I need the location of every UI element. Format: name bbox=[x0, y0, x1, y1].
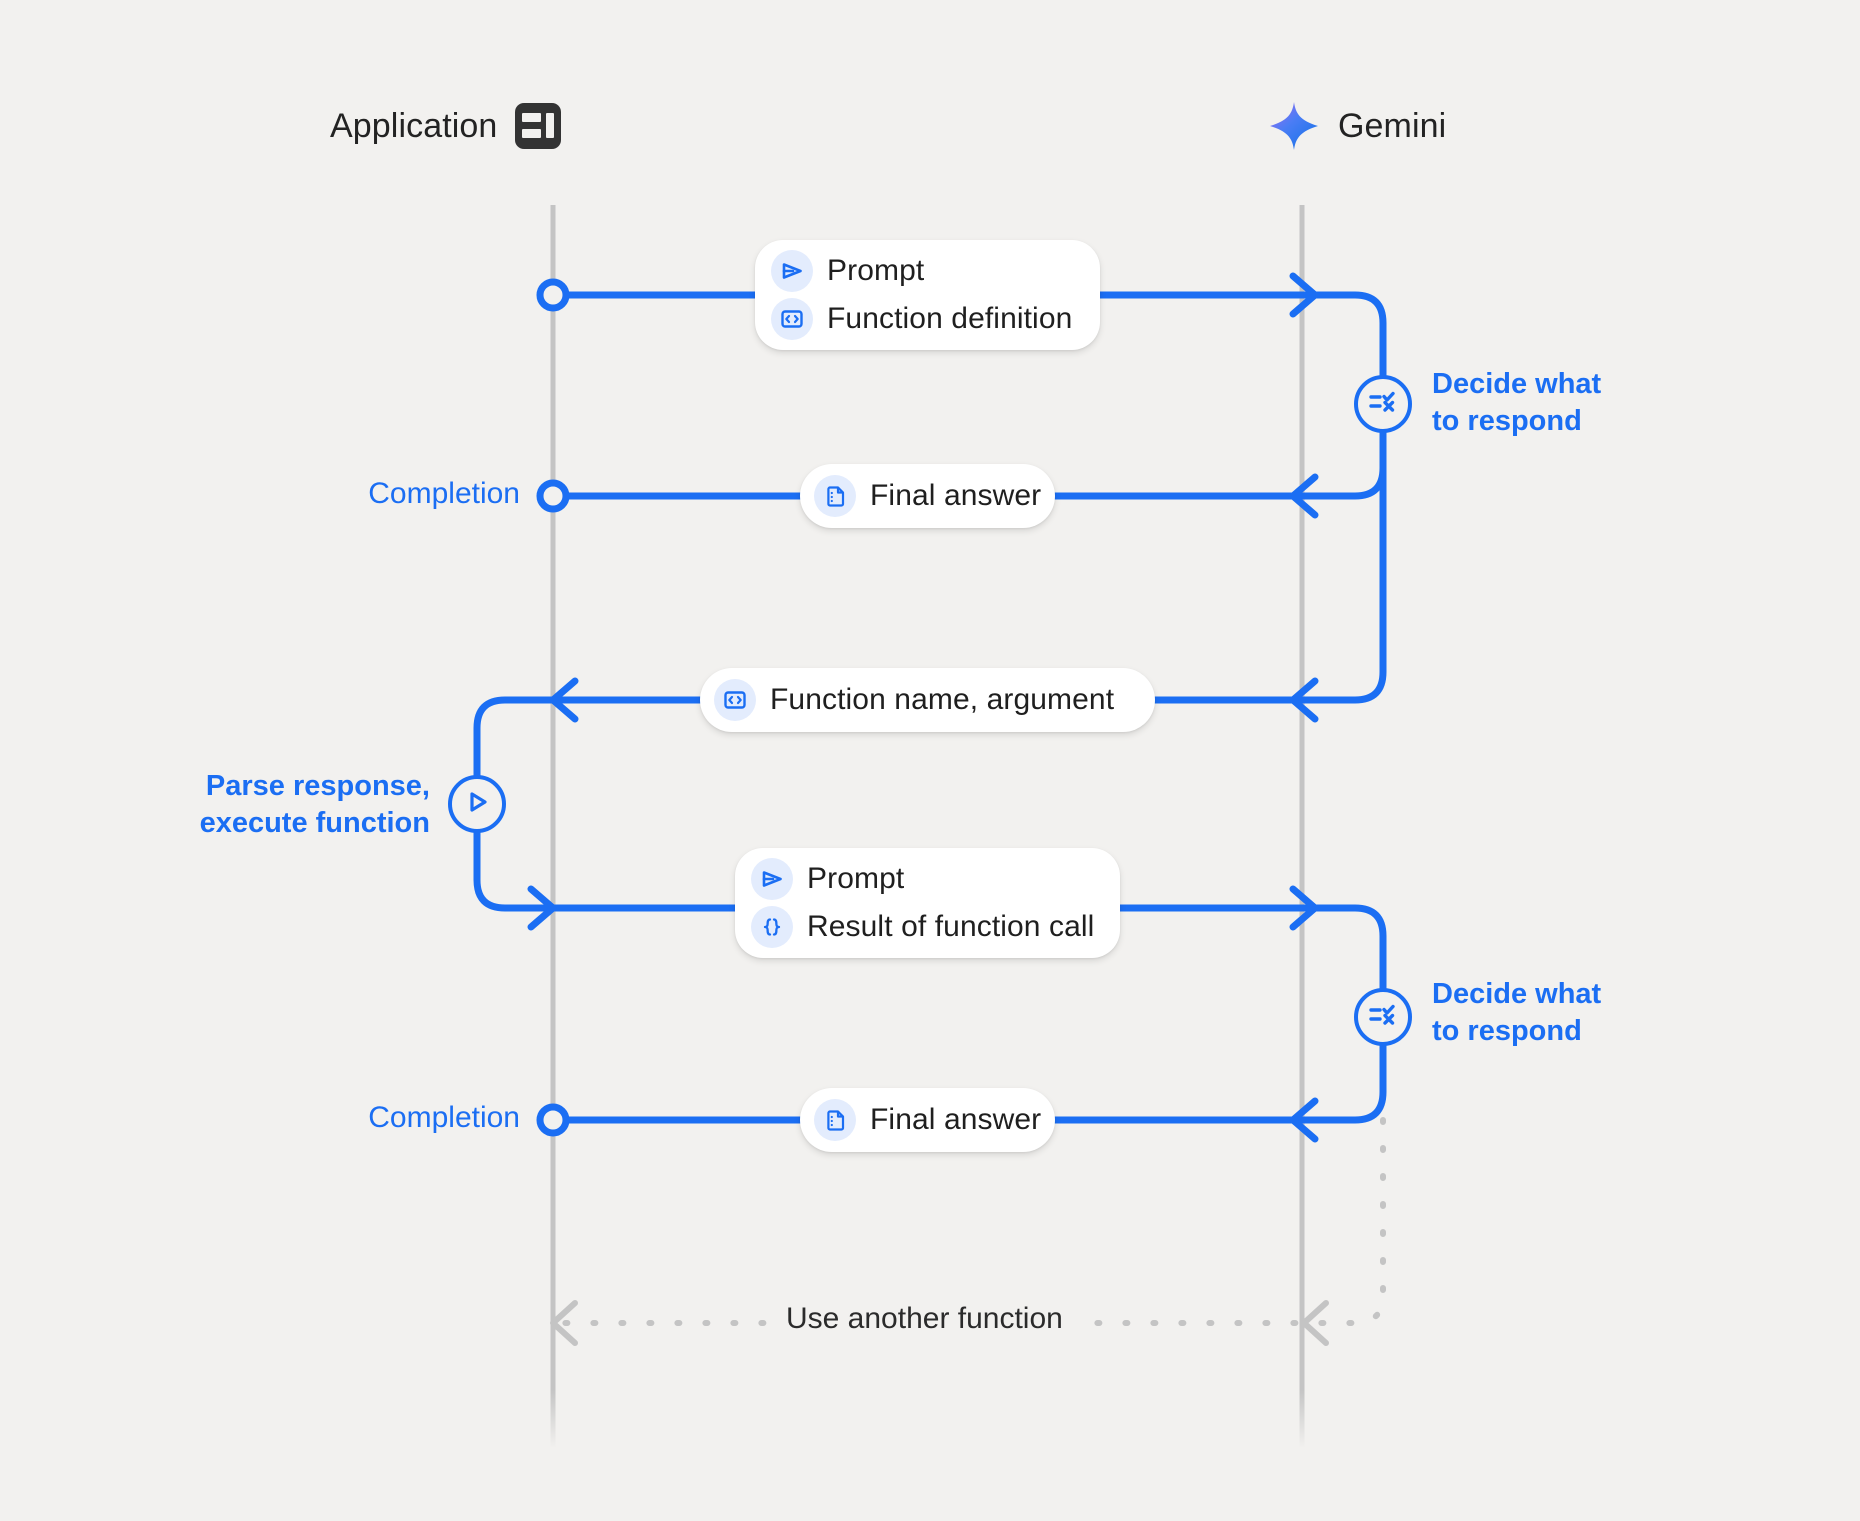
app-window-icon bbox=[515, 103, 562, 149]
code-brackets-boxed-icon bbox=[714, 679, 756, 721]
checklist-decision-icon bbox=[1366, 385, 1400, 424]
message-card-response-2[interactable]: Final answer bbox=[800, 1088, 1055, 1152]
lifeline-application bbox=[550, 205, 556, 1448]
send-triangle-icon bbox=[751, 858, 793, 900]
parse-node[interactable] bbox=[448, 775, 506, 833]
checklist-decision-icon bbox=[1366, 998, 1400, 1037]
decide-node-1[interactable] bbox=[1354, 375, 1412, 433]
send-triangle-icon bbox=[771, 250, 813, 292]
label-use-another-function: Use another function bbox=[770, 1302, 1079, 1336]
annotation-decide-2: Decide what to respond bbox=[1432, 978, 1602, 1048]
message-card-response-1[interactable]: Final answer bbox=[800, 464, 1055, 528]
label-completion-1: Completion bbox=[368, 477, 520, 510]
lane-header-gemini: Gemini bbox=[1268, 100, 1446, 152]
card-row: Function definition bbox=[771, 298, 1073, 340]
card-row-label: Function definition bbox=[827, 302, 1073, 335]
decide-node-2[interactable] bbox=[1354, 988, 1412, 1046]
card-row: Prompt bbox=[751, 858, 1090, 900]
lane-title-application: Application bbox=[330, 106, 498, 145]
lane-title-gemini: Gemini bbox=[1338, 106, 1447, 145]
card-row: Function name, argument bbox=[714, 679, 1123, 721]
message-card-request-1[interactable]: Prompt Function definition bbox=[755, 240, 1100, 350]
message-card-request-2[interactable]: Prompt Result of function call bbox=[735, 848, 1120, 958]
annotation-parse: Parse response, execute function bbox=[199, 770, 430, 840]
code-brackets-boxed-icon bbox=[771, 298, 813, 340]
card-row: Result of function call bbox=[751, 906, 1094, 948]
play-triangle-icon bbox=[462, 787, 492, 822]
card-row-label: Function name, argument bbox=[770, 683, 1115, 716]
card-row-label: Final answer bbox=[870, 1103, 1042, 1136]
card-row: Final answer bbox=[814, 1099, 1041, 1141]
lifeline-gemini bbox=[1299, 205, 1305, 1448]
lane-header-application: Application bbox=[330, 103, 562, 149]
card-row: Prompt bbox=[771, 250, 1070, 292]
gemini-sparkle-icon bbox=[1268, 100, 1320, 152]
message-card-function-call[interactable]: Function name, argument bbox=[700, 668, 1155, 732]
card-row-label: Final answer bbox=[870, 479, 1042, 512]
curly-braces-icon bbox=[751, 906, 793, 948]
label-completion-2: Completion bbox=[368, 1101, 520, 1134]
document-icon bbox=[814, 1099, 856, 1141]
card-row-label: Prompt bbox=[827, 254, 925, 287]
card-row: Final answer bbox=[814, 475, 1041, 517]
annotation-decide-1: Decide what to respond bbox=[1432, 368, 1602, 438]
card-row-label: Prompt bbox=[807, 862, 905, 895]
document-icon bbox=[814, 475, 856, 517]
card-row-label: Result of function call bbox=[807, 910, 1095, 943]
